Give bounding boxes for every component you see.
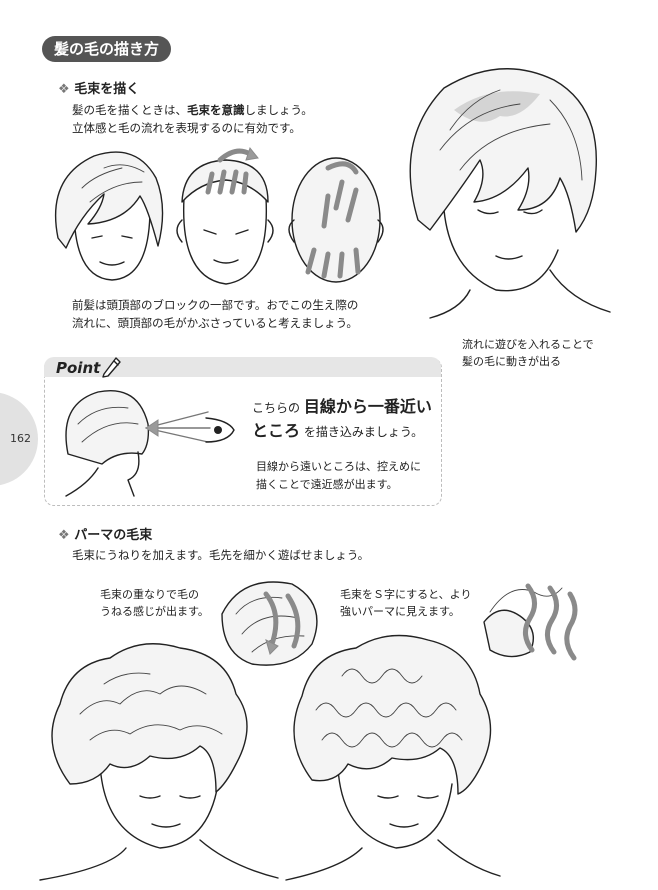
perm-intro: 毛束にうねりを加えます。毛先を細かく遊ばせましょう。 [72, 548, 370, 562]
point-emphasis-2: ところ [252, 421, 301, 440]
diamond-bullet-icon: ❖ [58, 82, 70, 97]
pencil-icon [102, 357, 121, 378]
sightline-profile-illustration [65, 390, 235, 497]
section-heading-hair-bundles: ❖ 毛束を描く [58, 78, 139, 97]
point-main-line-2: ところ を描き込みましょう。 [252, 422, 423, 441]
point-note-line-2: 描くことで遠近感が出ます。 [256, 478, 398, 491]
point-box-header [44, 357, 441, 377]
intro-text-end: しましょう。 [244, 103, 313, 117]
perm-left-note-line-1: 毛束の重なりで毛の [100, 588, 199, 601]
section-heading-perm: ❖ パーマの毛束 [58, 524, 152, 543]
point-label: Point [56, 359, 101, 377]
point-main-line-1: こちらの 目線から一番近い [252, 398, 432, 417]
overlapping-bundles-sketch [221, 581, 318, 666]
head-diagrams-illustration [54, 146, 384, 285]
s-curve-bundles-sketch [483, 583, 578, 661]
perm-head-right-illustration [285, 634, 501, 881]
section-heading-label: 毛束を描く [74, 82, 140, 97]
flowing-hair-portrait-illustration [409, 68, 611, 319]
page-title: 髪の毛の描き方 [42, 36, 172, 62]
bangs-caption-line-2: 流れに、頭頂部の毛がかぶさっていると考えましょう。 [72, 316, 358, 330]
point-note-line-1: 目線から遠いところは、控えめに [256, 460, 421, 473]
perm-right-note-line-2: 強いパーマに見えます。 [340, 605, 460, 618]
front-head-short-hair-drawing [176, 146, 274, 285]
point-post-text: を描き込みましょう。 [303, 425, 424, 439]
point-pre-text: こちらの [252, 401, 301, 415]
point-emphasis-1: 目線から一番近い [303, 397, 432, 416]
perm-left-note-line-2: うねる感じが出ます。 [100, 605, 209, 618]
intro-text: 髪の毛を描くときは、 [72, 103, 187, 117]
flow-caption-line-2: 髪の毛に動きが出る [462, 355, 561, 368]
page-number: 162 [10, 432, 31, 445]
diamond-bullet-icon: ❖ [58, 528, 70, 543]
flow-caption-line-1: 流れに遊びを入れることで [462, 338, 594, 351]
section-heading-label: パーマの毛束 [74, 528, 153, 543]
bangs-caption-line-1: 前髪は頭頂部のブロックの一部です。おでこの生え際の [72, 298, 359, 312]
back-head-hair-flow-drawing [288, 157, 384, 283]
intro-line-1: 髪の毛を描くときは、毛束を意識しましょう。 [72, 101, 313, 119]
perm-right-note-line-1: 毛束をＳ字にすると、より [340, 588, 472, 601]
intro-emphasis: 毛束を意識 [187, 103, 245, 117]
intro-line-2: 立体感と毛の流れを表現するのに有効です。 [72, 121, 301, 135]
perm-head-left-illustration [39, 643, 279, 881]
front-head-with-bangs-drawing [54, 151, 164, 281]
